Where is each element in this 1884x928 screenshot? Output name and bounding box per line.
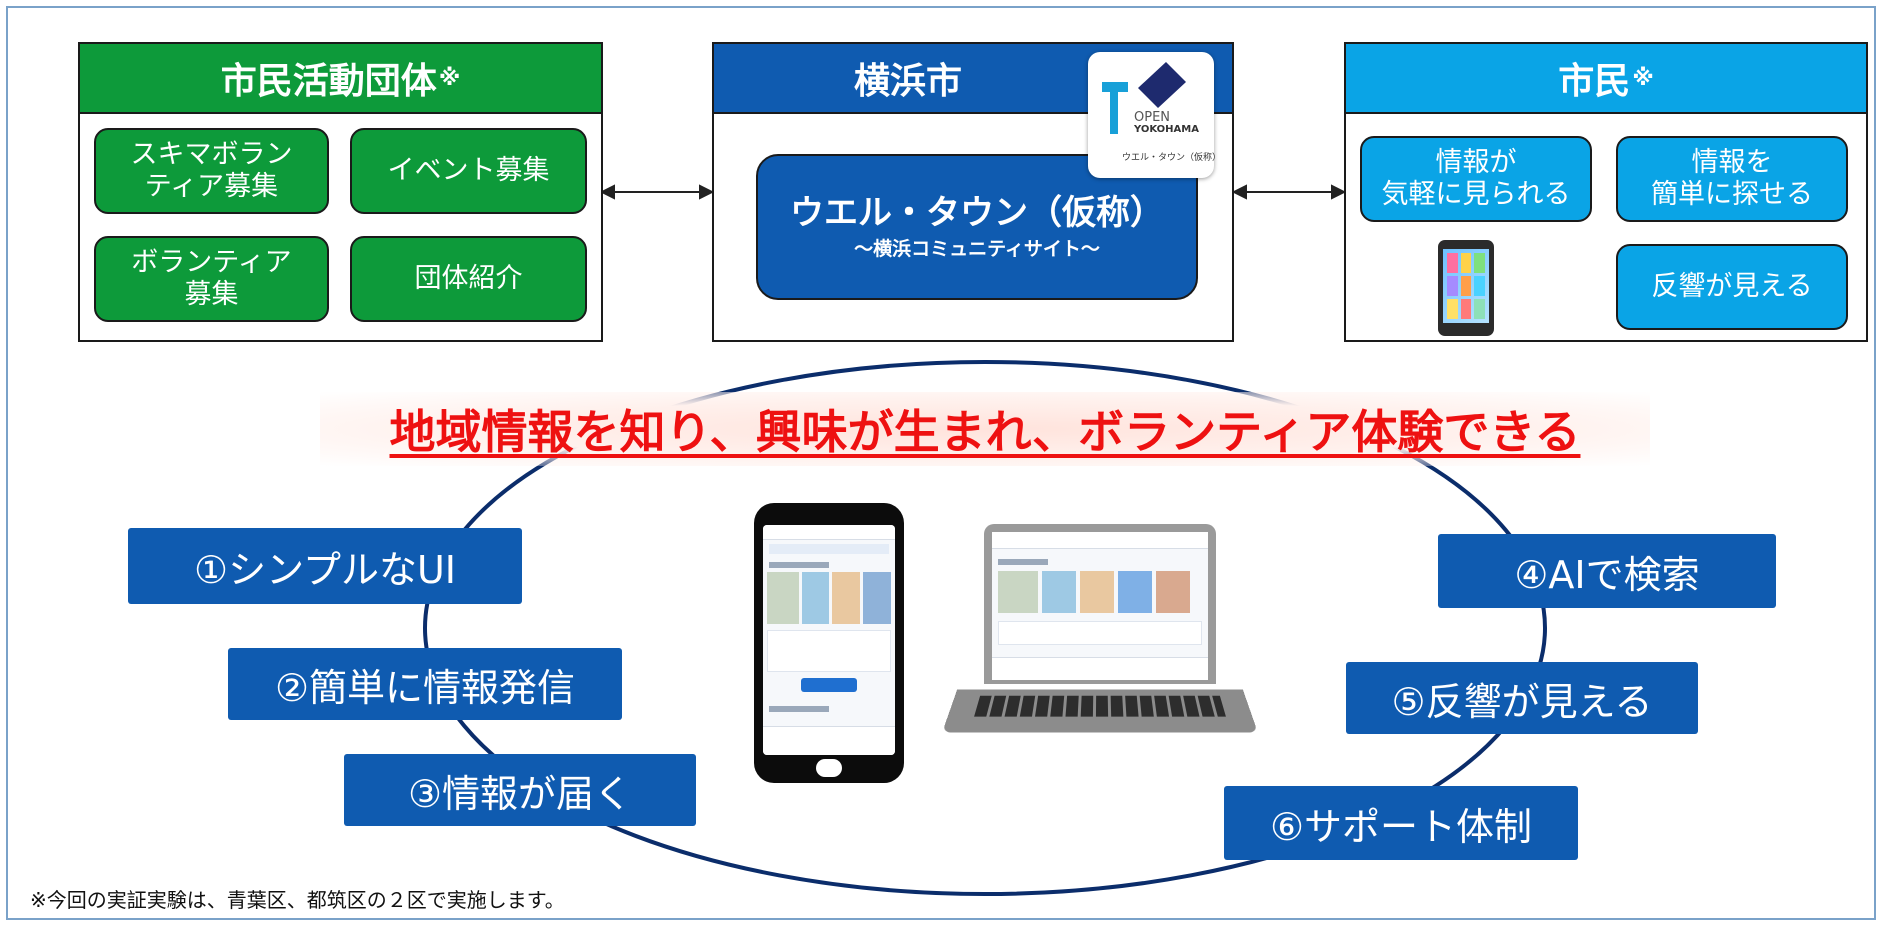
org-panel-title: 市民活動団体※: [80, 44, 601, 114]
org-panel: 市民活動団体※ スキマボラン ティア募集 イベント募集 ボランティア 募集 団体…: [78, 42, 603, 342]
headline: 地域情報を知り、興味が生まれ、ボランティア体験できる: [320, 392, 1650, 466]
smartphone-screen: [763, 525, 895, 755]
logo-caption-text: ウエル・タウン（仮称）: [1122, 153, 1222, 163]
org-item-skima-volunteer[interactable]: スキマボラン ティア募集: [94, 128, 329, 214]
arrow-city-citizen: [1231, 184, 1347, 200]
feature-info-delivery: ③情報が届く: [344, 754, 696, 826]
org-item-event[interactable]: イベント募集: [350, 128, 587, 214]
laptop-screenshot: [984, 524, 1216, 684]
cycle-ellipse: [423, 360, 1547, 896]
feature-easy-posting: ②簡単に情報発信: [228, 648, 622, 720]
feature-simple-ui: ①シンプルなUI: [128, 528, 522, 604]
feature-response-visible: ⑤反響が見える: [1346, 662, 1698, 734]
citizen-item-response[interactable]: 反響が見える: [1616, 244, 1848, 330]
smartphone-icon-screen: [1443, 249, 1489, 323]
org-item-volunteer[interactable]: ボランティア 募集: [94, 236, 329, 322]
laptop-screen: [992, 532, 1208, 680]
smartphone-icon: [1438, 240, 1494, 336]
smartphone-screenshot: [754, 503, 904, 783]
citizen-title-mark: ※: [1632, 65, 1654, 91]
citizen-panel: 市民※ 情報が 気軽に見られる 情報を 簡単に探せる 反響が見える: [1344, 42, 1868, 342]
footnote: ※今回の実証実験は、青葉区、都筑区の２区で実施します。: [30, 888, 565, 912]
welltown-subtitle: ～横浜コミュニティサイト～: [854, 238, 1100, 260]
org-item-introduction[interactable]: 団体紹介: [350, 236, 587, 322]
open-yokohama-logo: OPEN YOKOHAMA ウエル・タウン（仮称）: [1088, 52, 1221, 178]
org-title-text: 市民活動団体: [220, 61, 437, 102]
city-title-text: 横浜市: [853, 61, 962, 102]
welltown-button[interactable]: ウエル・タウン（仮称） ～横浜コミュニティサイト～: [756, 154, 1198, 300]
home-button-icon: [816, 759, 842, 777]
figure-frame: [6, 6, 1876, 920]
logo-open-text: OPEN: [1134, 110, 1171, 125]
citizen-item-easy-view[interactable]: 情報が 気軽に見られる: [1360, 136, 1592, 222]
citizen-panel-title: 市民※: [1346, 44, 1866, 114]
laptop-keyboard: [942, 689, 1258, 733]
arrow-org-city: [599, 184, 715, 200]
citizen-title-text: 市民: [1558, 61, 1631, 102]
citizen-item-easy-search[interactable]: 情報を 簡単に探せる: [1616, 136, 1848, 222]
logo-brand-text: YOKOHAMA: [1134, 124, 1199, 135]
feature-ai-search: ④AIで検索: [1438, 534, 1776, 608]
logo-mark-icon: [1102, 62, 1186, 134]
org-title-mark: ※: [438, 65, 461, 91]
feature-support-system: ⑥サポート体制: [1224, 786, 1578, 860]
welltown-title: ウエル・タウン（仮称）: [790, 193, 1164, 234]
